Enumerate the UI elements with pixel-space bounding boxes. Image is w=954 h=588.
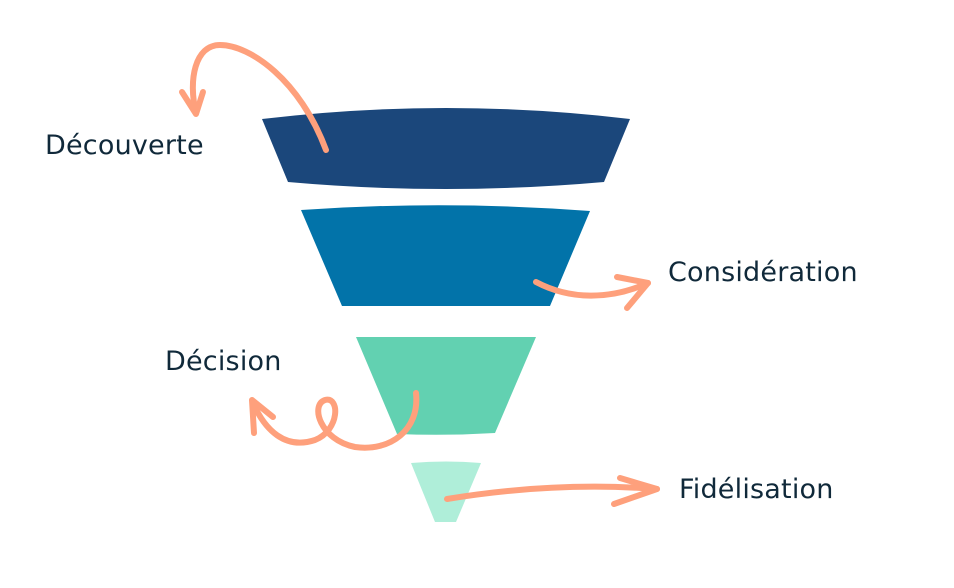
arrow-consideration-icon [533,274,651,311]
stage-label-decouverte: Découverte [45,130,204,161]
funnel-stage-decision [356,337,536,435]
stage-label-decision: Décision [165,346,282,377]
arrow-decision-icon [249,390,420,451]
stage-label-consideration: Considération [668,257,858,288]
funnel-stage-consideration [301,205,590,306]
stage-label-fidelisation: Fidélisation [679,474,834,505]
arrow-decouverte-icon [179,42,329,153]
arrow-fidelisation-icon [444,475,660,507]
funnel-stage-fidelisation [411,461,481,522]
funnel-stage-decouverte [262,108,630,189]
